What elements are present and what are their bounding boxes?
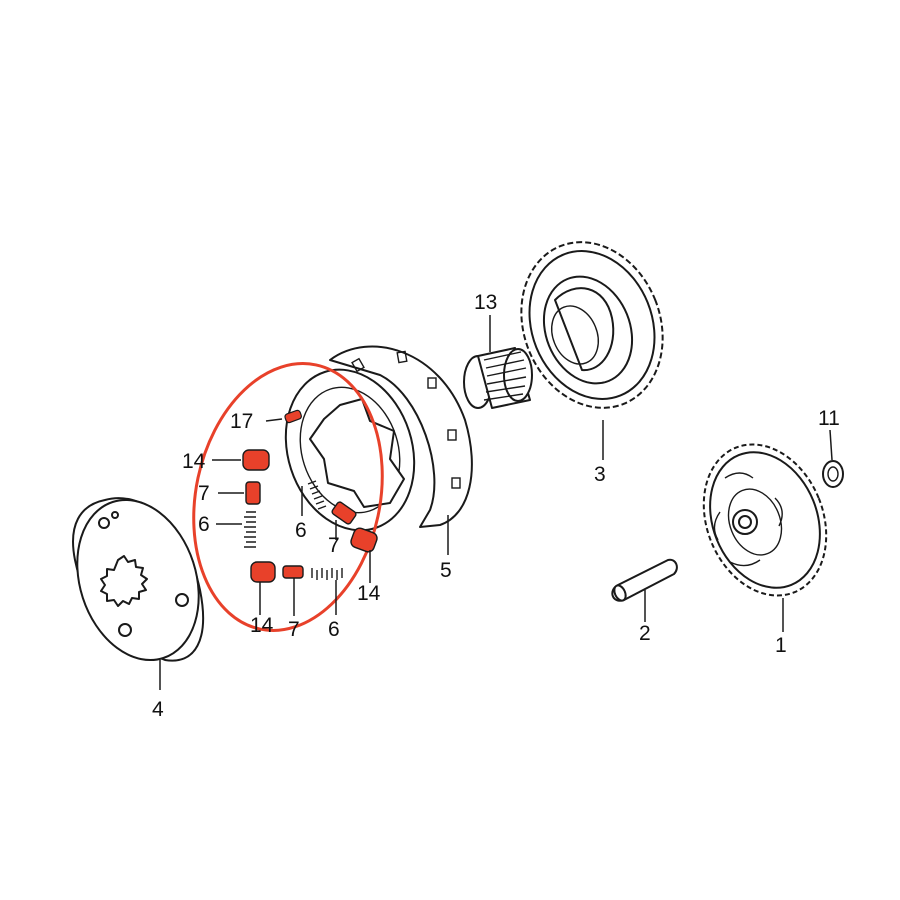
part-1-starter-gear <box>702 443 828 632</box>
part-3-driven-gear <box>520 241 664 460</box>
callout-6b: 6 <box>295 519 307 542</box>
part-6-spring-b <box>301 480 327 516</box>
part-17-pin <box>265 409 302 424</box>
part-2-shaft <box>611 558 678 622</box>
callout-2: 2 <box>639 622 651 645</box>
callout-4: 4 <box>152 698 164 721</box>
part-7-plunger-a <box>218 481 261 505</box>
callout-5: 5 <box>440 559 452 582</box>
callout-6c: 6 <box>328 618 340 641</box>
part-4-drive-plate <box>72 497 205 690</box>
part-14-roller-b <box>350 527 378 583</box>
callout-1: 1 <box>775 634 787 657</box>
callout-7c: 7 <box>288 618 300 641</box>
callout-14c: 14 <box>250 614 274 637</box>
part-14-roller-c <box>250 561 276 615</box>
callout-3: 3 <box>594 463 606 486</box>
highlight-ring <box>192 362 384 632</box>
callout-11: 11 <box>818 407 840 430</box>
part-7-plunger-c <box>282 565 304 616</box>
callout-7b: 7 <box>328 534 340 557</box>
callout-14b: 14 <box>357 582 381 605</box>
callout-14a: 14 <box>182 450 206 473</box>
callout-7a: 7 <box>198 482 210 505</box>
part-7-plunger-b <box>331 501 357 540</box>
callout-6a: 6 <box>198 513 210 536</box>
part-11-washer <box>822 429 844 488</box>
callout-17: 17 <box>230 410 253 433</box>
part-14-roller-a <box>212 449 270 471</box>
part-13-needle-bearing <box>463 315 533 409</box>
part-6-spring-c <box>311 568 343 615</box>
callout-13: 13 <box>474 291 497 314</box>
part-6-spring-a <box>216 511 256 548</box>
